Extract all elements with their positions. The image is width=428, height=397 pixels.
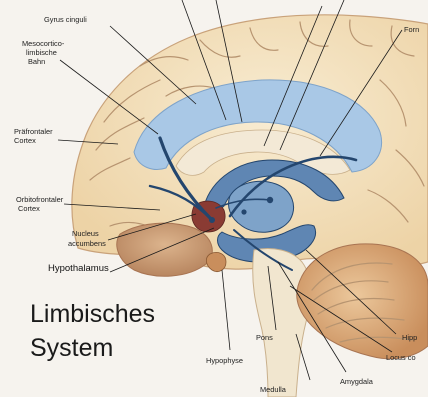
- label-medulla: Medulla: [260, 385, 287, 394]
- label-nucleus-line1: Nucleus: [72, 229, 99, 238]
- label-mesocortico-line2: limbische: [26, 48, 57, 57]
- label-praefrontaler-line2: Cortex: [14, 136, 36, 145]
- title-line1: Limbisches: [30, 300, 155, 328]
- label-orbitofrontaler-line1: Orbitofrontaler: [16, 195, 64, 204]
- label-locus: Locus co: [386, 353, 416, 362]
- label-hypophyse: Hypophyse: [206, 356, 243, 365]
- label-orbitofrontaler-line2: Cortex: [18, 204, 40, 213]
- label-mesocortico-line1: Mesocortico-: [22, 39, 65, 48]
- label-hypothalamus: Hypothalamus: [48, 263, 109, 274]
- label-gyrus-cinguli: Gyrus cinguli: [44, 15, 87, 24]
- orbitofrontal-base: [117, 223, 212, 276]
- label-mesocortico-line3: Bahn: [28, 57, 45, 66]
- title-line2: System: [30, 334, 113, 362]
- label-amygdala: Amygdala: [340, 377, 374, 386]
- label-nucleus-line2: accumbens: [68, 239, 106, 248]
- label-fornix: Forn: [404, 25, 419, 34]
- label-pons: Pons: [256, 333, 273, 342]
- label-praefrontaler-line1: Präfrontaler: [14, 127, 53, 136]
- label-hippocampus: Hipp: [402, 333, 417, 342]
